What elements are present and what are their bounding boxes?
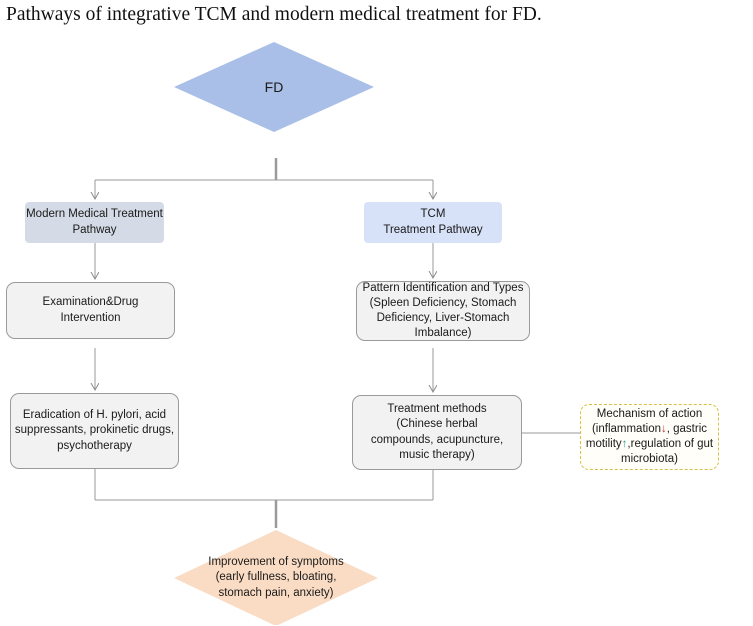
mechanism-motility: motility [585,438,622,450]
mechanism-text: Mechanism of action (inflammation↓, gast… [586,407,713,468]
pattern-identification-box: Pattern Identification and Types (Spleen… [356,281,530,341]
increase-arrow-icon: ↑ [621,438,628,450]
modern-pathway-box: Modern Medical Treatment Pathway [25,202,164,243]
eradication-box: Eradication of H. pylori, acid suppressa… [10,393,179,469]
fd-label: FD [264,79,284,95]
mechanism-gastric: , gastric [666,422,708,435]
improvement-label: Improvement of symptoms (early fullness,… [208,556,344,599]
treatment-methods-box: Treatment methods (Chinese herbal compou… [352,395,522,470]
improvement-diamond [174,530,378,625]
mechanism-title: Mechanism of action [596,407,703,420]
decrease-arrow-icon: ↓ [661,422,667,435]
mechanism-regulation: ,regulation of gut [627,438,714,450]
mechanism-microbiota: microbiota) [621,453,678,466]
mechanism-box: Mechanism of action (inflammation↓, gast… [580,404,719,470]
figure-title: Pathways of integrative TCM and modern m… [6,4,542,25]
fd-diamond [174,42,374,132]
exam-drug-box: Examination&Drug Intervention [6,282,175,339]
mechanism-inflammation: (inflammation [591,422,661,435]
tcm-pathway-box: TCM Treatment Pathway [364,202,502,243]
